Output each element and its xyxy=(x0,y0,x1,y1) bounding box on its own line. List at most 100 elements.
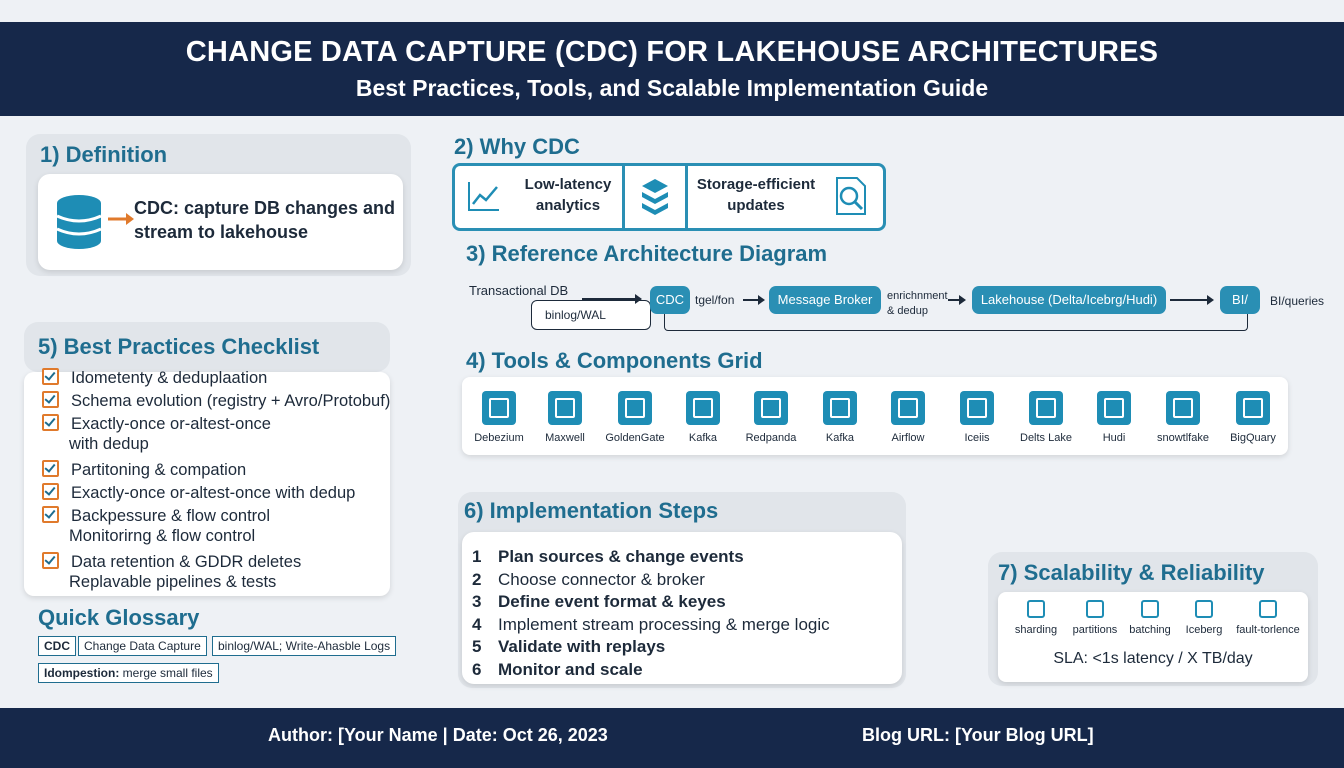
arch-broker-node: Message Broker xyxy=(769,286,881,314)
tool-iceberg: Iceiis xyxy=(942,391,1012,444)
scale-sharding: sharding xyxy=(1004,600,1068,636)
checkbox-checked-icon[interactable] xyxy=(42,460,59,477)
footer-author: Author: [Your Name | Date: Oct 26, 2023 xyxy=(268,725,608,745)
partition-icon xyxy=(1086,600,1104,618)
tool-bigquery: BigQuary xyxy=(1218,391,1288,444)
tool-maxwell: Maxwell xyxy=(530,391,600,444)
scale-partitions: partitions xyxy=(1063,600,1127,636)
batch-icon xyxy=(1141,600,1159,618)
maxwell-icon xyxy=(548,391,582,425)
document-icon xyxy=(1259,600,1277,618)
tools-grid: Debezium Maxwell GoldenGate Kafka Redpan… xyxy=(462,377,1288,455)
database-icon xyxy=(56,195,102,249)
page-title: CHANGE DATA CAPTURE (CDC) FOR LAKEHOUSE … xyxy=(185,36,1159,68)
redpanda-icon xyxy=(754,391,788,425)
goldengate-icon xyxy=(618,391,652,425)
checkbox-checked-icon[interactable] xyxy=(42,391,59,408)
architecture-title: 3) Reference Architecture Diagram xyxy=(466,241,828,266)
checklist-title: 5) Best Practices Checklist xyxy=(38,334,320,359)
why-box: Low-latency analytics Storage-efficient … xyxy=(452,163,886,231)
why-divider-2 xyxy=(685,166,688,228)
check-item[interactable]: Partitoning & compation xyxy=(42,458,246,480)
kafka-icon xyxy=(823,391,857,425)
definition-text-1: CDC: capture DB changes and xyxy=(134,198,396,218)
arch-bi-label: BI/queries xyxy=(1270,294,1325,308)
scale-fault-tolerance: fault-torlence xyxy=(1230,600,1306,636)
arch-source-box xyxy=(531,300,651,330)
why-title: 2) Why CDC xyxy=(454,134,580,159)
why-item2-line1: Storage-efficient xyxy=(696,176,816,193)
arch-arrow-4 xyxy=(1170,295,1214,305)
definition-card: CDC: capture DB changes and stream to la… xyxy=(38,174,403,270)
footer-blog-url[interactable]: Blog URL: [Your Blog URL] xyxy=(862,725,1094,745)
header-banner: CHANGE DATA CAPTURE (CDC) FOR LAKEHOUSE … xyxy=(0,22,1344,116)
tool-debezium: Debezium xyxy=(464,391,534,444)
tool-delta-lake: Delts Lake xyxy=(1011,391,1081,444)
checklist-card xyxy=(24,372,390,596)
footer-bar: Author: [Your Name | Date: Oct 26, 2023 … xyxy=(0,708,1344,768)
scalability-title: 7) Scalability & Reliability xyxy=(998,560,1265,585)
tool-redpanda: Redpanda xyxy=(736,391,806,444)
tool-hudi: Hudi xyxy=(1079,391,1149,444)
check-item-continued: Replavable pipelines & tests xyxy=(69,573,277,591)
steps-title: 6) Implementation Steps xyxy=(464,498,719,523)
checkbox-checked-icon[interactable] xyxy=(42,368,59,385)
arch-bi-node: BI/ xyxy=(1220,286,1260,314)
check-item-continued: Monitorirng & flow control xyxy=(69,527,256,545)
sla-text: SLA: <1s latency / X TB/day xyxy=(1053,650,1253,667)
checkbox-checked-icon[interactable] xyxy=(42,414,59,431)
airflow-icon xyxy=(891,391,925,425)
page-subtitle: Best Practices, Tools, and Scalable Impl… xyxy=(355,75,989,101)
arch-source-sub: binlog/WAL xyxy=(545,308,606,322)
arch-lakehouse-node: Lakehouse (Delta/Icebrg/Hudi) xyxy=(972,286,1166,314)
document-search-icon xyxy=(836,177,866,215)
why-divider-1 xyxy=(622,166,625,228)
database-icon xyxy=(1027,600,1045,618)
checkbox-checked-icon[interactable] xyxy=(42,483,59,500)
iceberg-icon xyxy=(1195,600,1213,618)
arrow-right-icon xyxy=(108,213,134,225)
checklist-panel xyxy=(24,322,390,372)
checkbox-checked-icon[interactable] xyxy=(42,552,59,569)
check-item[interactable]: Exactly-once or-altest-once xyxy=(42,412,271,434)
kafka-icon xyxy=(686,391,720,425)
check-item[interactable]: Backpessure & flow control xyxy=(42,504,270,526)
check-item[interactable]: Data retention & GDDR deletes xyxy=(42,550,301,572)
delta-lake-icon xyxy=(1029,391,1063,425)
arch-return-line xyxy=(664,314,1248,331)
definition-panel: 1) Definition CDC: capture DB changes an… xyxy=(26,134,411,276)
glossary-term-cdc: CDC xyxy=(38,636,76,656)
tool-snowflake: snowtlfake xyxy=(1148,391,1218,444)
tool-kafka: Kafka xyxy=(668,391,738,444)
check-item[interactable]: Schema evolution (registry + Avro/Protob… xyxy=(42,389,390,411)
arch-enrich-1: enrichnment xyxy=(887,290,948,302)
definition-title: 1) Definition xyxy=(40,142,168,167)
arch-arrow-2 xyxy=(743,295,765,305)
arch-source: Transactional DB xyxy=(469,283,569,298)
scalability-panel: 7) Scalability & Reliability sharding pa… xyxy=(988,552,1318,686)
steps-card xyxy=(462,532,902,684)
hudi-icon xyxy=(1097,391,1131,425)
arch-label-after-cdc: tgel/fon xyxy=(695,293,735,307)
check-item[interactable]: Idometenty & deduplaation xyxy=(42,366,267,388)
layers-icon xyxy=(642,179,668,215)
arch-enrich-2: & dedup xyxy=(887,305,928,317)
tool-airflow: Airflow xyxy=(873,391,943,444)
glossary-binlog: binlog/WAL; Write-Ahasble Logs xyxy=(212,636,397,656)
scale-batching: batching xyxy=(1118,600,1182,636)
checkbox-checked-icon[interactable] xyxy=(42,506,59,523)
arch-cdc-node: CDC xyxy=(650,286,690,314)
snowflake-icon xyxy=(1166,391,1200,425)
arch-arrow-1 xyxy=(582,294,642,304)
bigquery-icon xyxy=(1236,391,1270,425)
check-item[interactable]: Exactly-once or-altest-once with dedup xyxy=(42,481,355,503)
iceberg-icon xyxy=(960,391,994,425)
debezium-icon xyxy=(482,391,516,425)
